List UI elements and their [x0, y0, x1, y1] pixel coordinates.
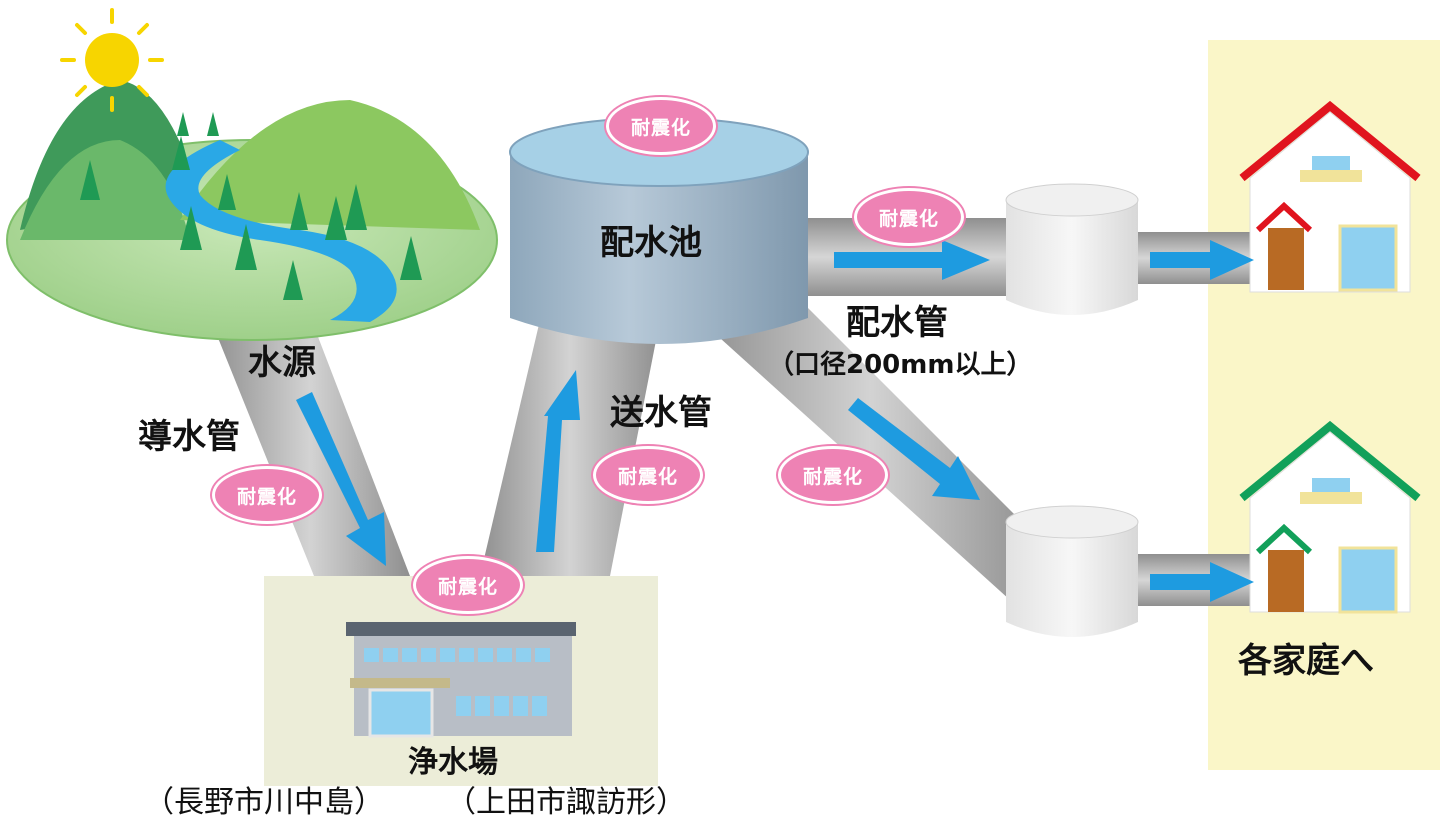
seismic-badge-distribution-lower: 耐震化	[778, 446, 888, 504]
distribution-node-upper	[1005, 183, 1139, 315]
label-distribution-pipe-note: （口径200mm以上）	[768, 350, 1033, 380]
label-homes: 各家庭へ	[1238, 641, 1374, 681]
label-reservoir: 配水池	[600, 223, 702, 263]
label-plant-location-2: （上田市諏訪形）	[446, 785, 686, 820]
label-transmission-pipe: 送水管	[610, 393, 712, 433]
seismic-badge-plant: 耐震化	[413, 556, 523, 614]
arrow-icon	[296, 240, 1254, 602]
transmission-pipe	[480, 320, 660, 576]
badge-label: 耐震化	[802, 465, 863, 488]
seismic-badge-transmission: 耐震化	[593, 446, 703, 504]
distribution-pipe-lower	[700, 300, 1040, 600]
river-icon	[165, 140, 397, 322]
building-icon	[346, 622, 576, 738]
badge-label: 耐震化	[437, 575, 498, 598]
badge-label: 耐震化	[236, 485, 297, 508]
badge-label: 耐震化	[630, 116, 691, 139]
house-icon-upper	[1239, 100, 1421, 293]
seismic-badge-reservoir: 耐震化	[606, 97, 716, 155]
label-treatment-plant: 浄水場	[408, 745, 498, 780]
distribution-node-lower	[1005, 505, 1139, 637]
badge-label: 耐震化	[878, 207, 939, 230]
sun-icon	[60, 8, 164, 112]
house-icon-lower	[1239, 420, 1421, 614]
seismic-badge-distribution-upper: 耐震化	[854, 188, 964, 246]
label-distribution-pipe: 配水管	[846, 303, 948, 343]
tree-icon	[80, 112, 422, 300]
mountain-icon	[6, 80, 498, 341]
badge-label: 耐震化	[617, 465, 678, 488]
label-intake-pipe: 導水管	[138, 417, 240, 457]
seismic-badge-intake: 耐震化	[212, 466, 322, 524]
label-water-source: 水源	[248, 343, 316, 383]
label-plant-location-1: （長野市川中島）	[144, 785, 384, 820]
